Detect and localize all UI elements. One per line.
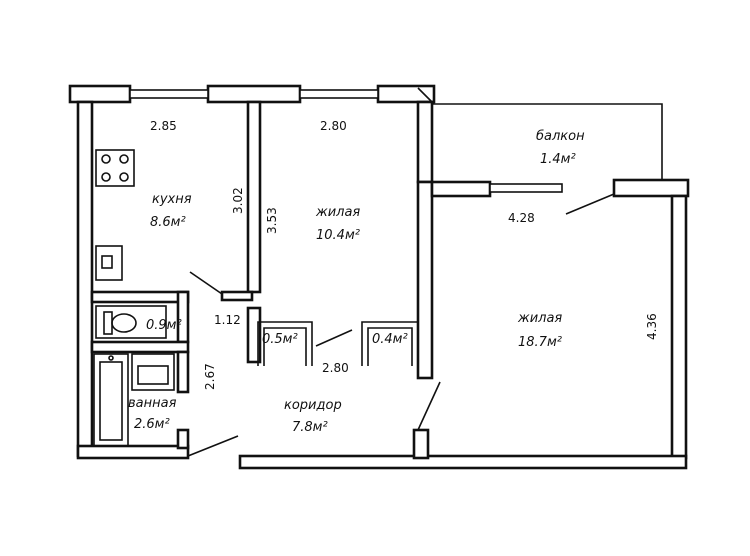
- living2-area: 18.7м²: [518, 335, 562, 350]
- bathroom-area: 2.6м²: [134, 417, 170, 432]
- toilet-area: 0.9м²: [146, 318, 182, 333]
- dim-kitchen-height: 3.02: [231, 187, 245, 214]
- washbasin: [131, 353, 175, 391]
- drain: [108, 355, 114, 361]
- closet-door: [315, 329, 353, 347]
- burner: [119, 154, 129, 164]
- partition-wall: [416, 100, 434, 184]
- burner: [101, 172, 111, 182]
- dim-passage-width: 1.12: [214, 313, 241, 327]
- bottom-wall: [76, 444, 190, 460]
- toilet-tank: [103, 311, 113, 335]
- bottom-wall: [238, 454, 688, 470]
- top-wall-segment: [68, 84, 132, 104]
- toilet: [95, 305, 167, 339]
- toilet-bowl: [111, 313, 137, 333]
- washbasin-outline: [131, 353, 175, 391]
- bath-wall: [176, 290, 190, 344]
- bathroom-door: [187, 435, 239, 457]
- toilet-room-outline: [95, 305, 167, 339]
- living1-area: 10.4м²: [316, 228, 360, 243]
- closet1-area: 0.5м²: [262, 332, 298, 347]
- kitchen-door: [189, 271, 223, 295]
- left-wall: [76, 100, 94, 458]
- dim-living1-width: 2.80: [320, 119, 347, 133]
- stove: [95, 149, 135, 187]
- partition-wall: [246, 306, 262, 364]
- corridor-area: 7.8м²: [292, 420, 328, 435]
- dim-living2-height: 4.36: [645, 313, 659, 340]
- right-wall: [670, 194, 688, 460]
- top-wall-segment: [206, 84, 302, 104]
- balcony-outline: [417, 87, 435, 105]
- dim-kitchen-width: 2.85: [150, 119, 177, 133]
- dim-corridor-height: 2.67: [203, 363, 217, 390]
- sink-basin: [101, 255, 113, 269]
- partition-wall: [412, 428, 430, 460]
- sink-outline: [95, 245, 123, 281]
- dim-corridor-width: 2.80: [322, 361, 349, 375]
- living2-door: [417, 381, 441, 431]
- closet-1-outline: [257, 321, 313, 366]
- walls: [68, 84, 690, 470]
- bath-wall: [176, 428, 190, 450]
- burner: [119, 172, 129, 182]
- kitchen-sink: [95, 245, 123, 281]
- dim-living2-width: 4.28: [508, 211, 535, 225]
- closet-1-inner: [263, 327, 307, 366]
- balcony-door: [489, 183, 563, 193]
- bathroom-name: ванная: [128, 396, 177, 411]
- balcony-outline: [432, 103, 663, 180]
- bath-wall: [90, 340, 190, 354]
- washbasin-inner: [137, 365, 169, 385]
- balcony-door-swing: [565, 193, 615, 215]
- kitchen-window: [129, 89, 209, 99]
- partition-wall: [416, 180, 434, 380]
- closet-2: [361, 321, 419, 366]
- stove-outline: [95, 149, 135, 187]
- closet-2-outline: [361, 321, 419, 366]
- top-wall-segment: [376, 84, 436, 104]
- closet-2-inner: [367, 327, 413, 366]
- bathtub-inner: [99, 361, 123, 441]
- bath-wall: [176, 350, 190, 394]
- living1-name: жилая: [315, 205, 360, 220]
- bath-wall: [220, 290, 254, 302]
- closet2-area: 0.4м²: [372, 332, 408, 347]
- dim-living1-height: 3.53: [265, 207, 279, 234]
- bathtub-outline: [93, 353, 129, 447]
- partition-wall: [246, 100, 262, 294]
- burner: [101, 154, 111, 164]
- living2-name: жилая: [517, 311, 562, 326]
- bath-wall: [90, 290, 190, 304]
- kitchen-area: 8.6м²: [150, 215, 186, 230]
- living2-top-wall: [430, 180, 492, 198]
- bathtub: [93, 353, 129, 447]
- closet-1: [257, 321, 313, 366]
- balcony-name: балкон: [536, 129, 585, 144]
- kitchen-name: кухня: [152, 192, 192, 207]
- corridor-name: коридор: [284, 398, 342, 413]
- living2-top-wall: [612, 178, 690, 198]
- living1-window: [299, 89, 379, 99]
- balcony-area: 1.4м²: [540, 152, 576, 167]
